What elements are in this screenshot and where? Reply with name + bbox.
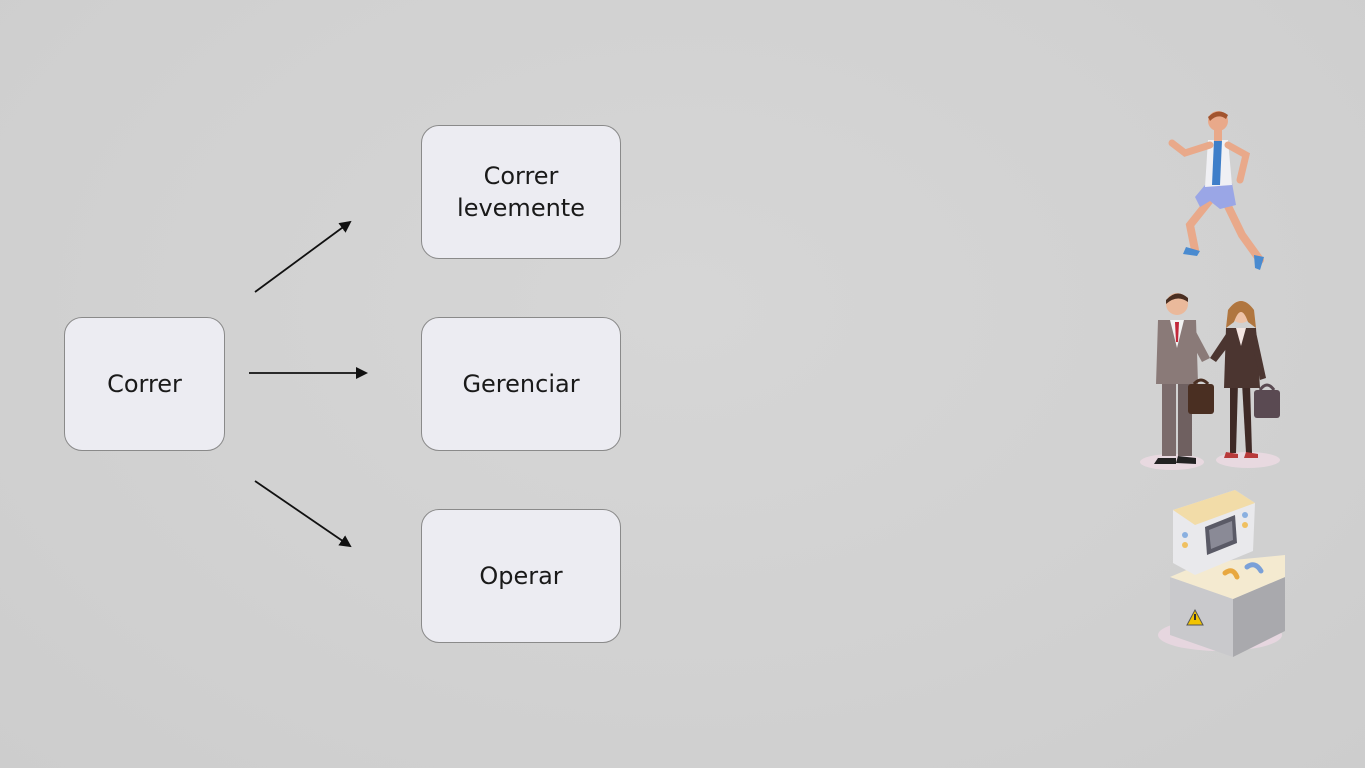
- business-people-icon: [1140, 293, 1280, 470]
- target-node-label: Correr levemente: [457, 162, 585, 222]
- arrow-down: [254, 480, 352, 548]
- target-node-operar: Operar: [421, 509, 621, 643]
- control-machine-icon: [1158, 490, 1285, 657]
- runner-icon: [1168, 111, 1264, 270]
- target-node-gerenciar: Gerenciar: [421, 317, 621, 451]
- arrow-up: [254, 220, 352, 293]
- source-node: Correr: [64, 317, 225, 451]
- source-node-label: Correr: [107, 370, 182, 398]
- target-node-label: Operar: [479, 562, 563, 590]
- target-node-correr-levemente: Correr levemente: [421, 125, 621, 259]
- target-node-label: Gerenciar: [462, 370, 580, 398]
